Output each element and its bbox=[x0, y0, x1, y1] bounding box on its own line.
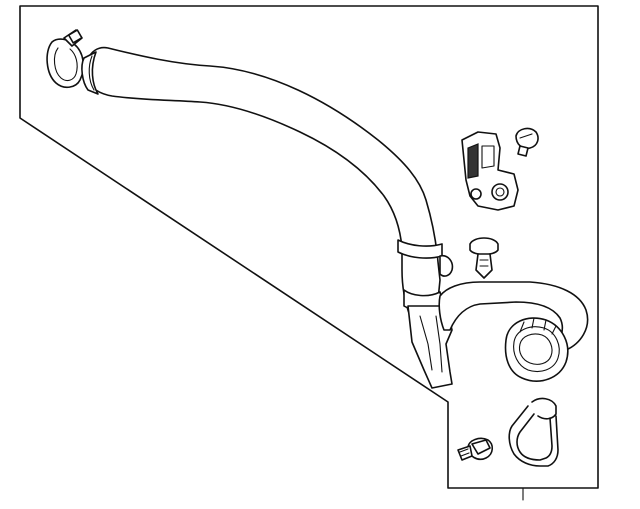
sensor-icon[interactable] bbox=[461, 131, 519, 211]
push-pin-icon[interactable] bbox=[469, 237, 499, 279]
background-panel bbox=[19, 5, 599, 489]
bolt-icon[interactable] bbox=[457, 437, 494, 461]
spring-clip-icon[interactable] bbox=[508, 397, 559, 467]
screw-icon[interactable] bbox=[515, 127, 539, 157]
upper-intake-duct-icon[interactable] bbox=[81, 46, 454, 389]
band-clamp-icon[interactable] bbox=[46, 29, 85, 89]
lower-intake-duct-icon[interactable] bbox=[438, 281, 589, 382]
